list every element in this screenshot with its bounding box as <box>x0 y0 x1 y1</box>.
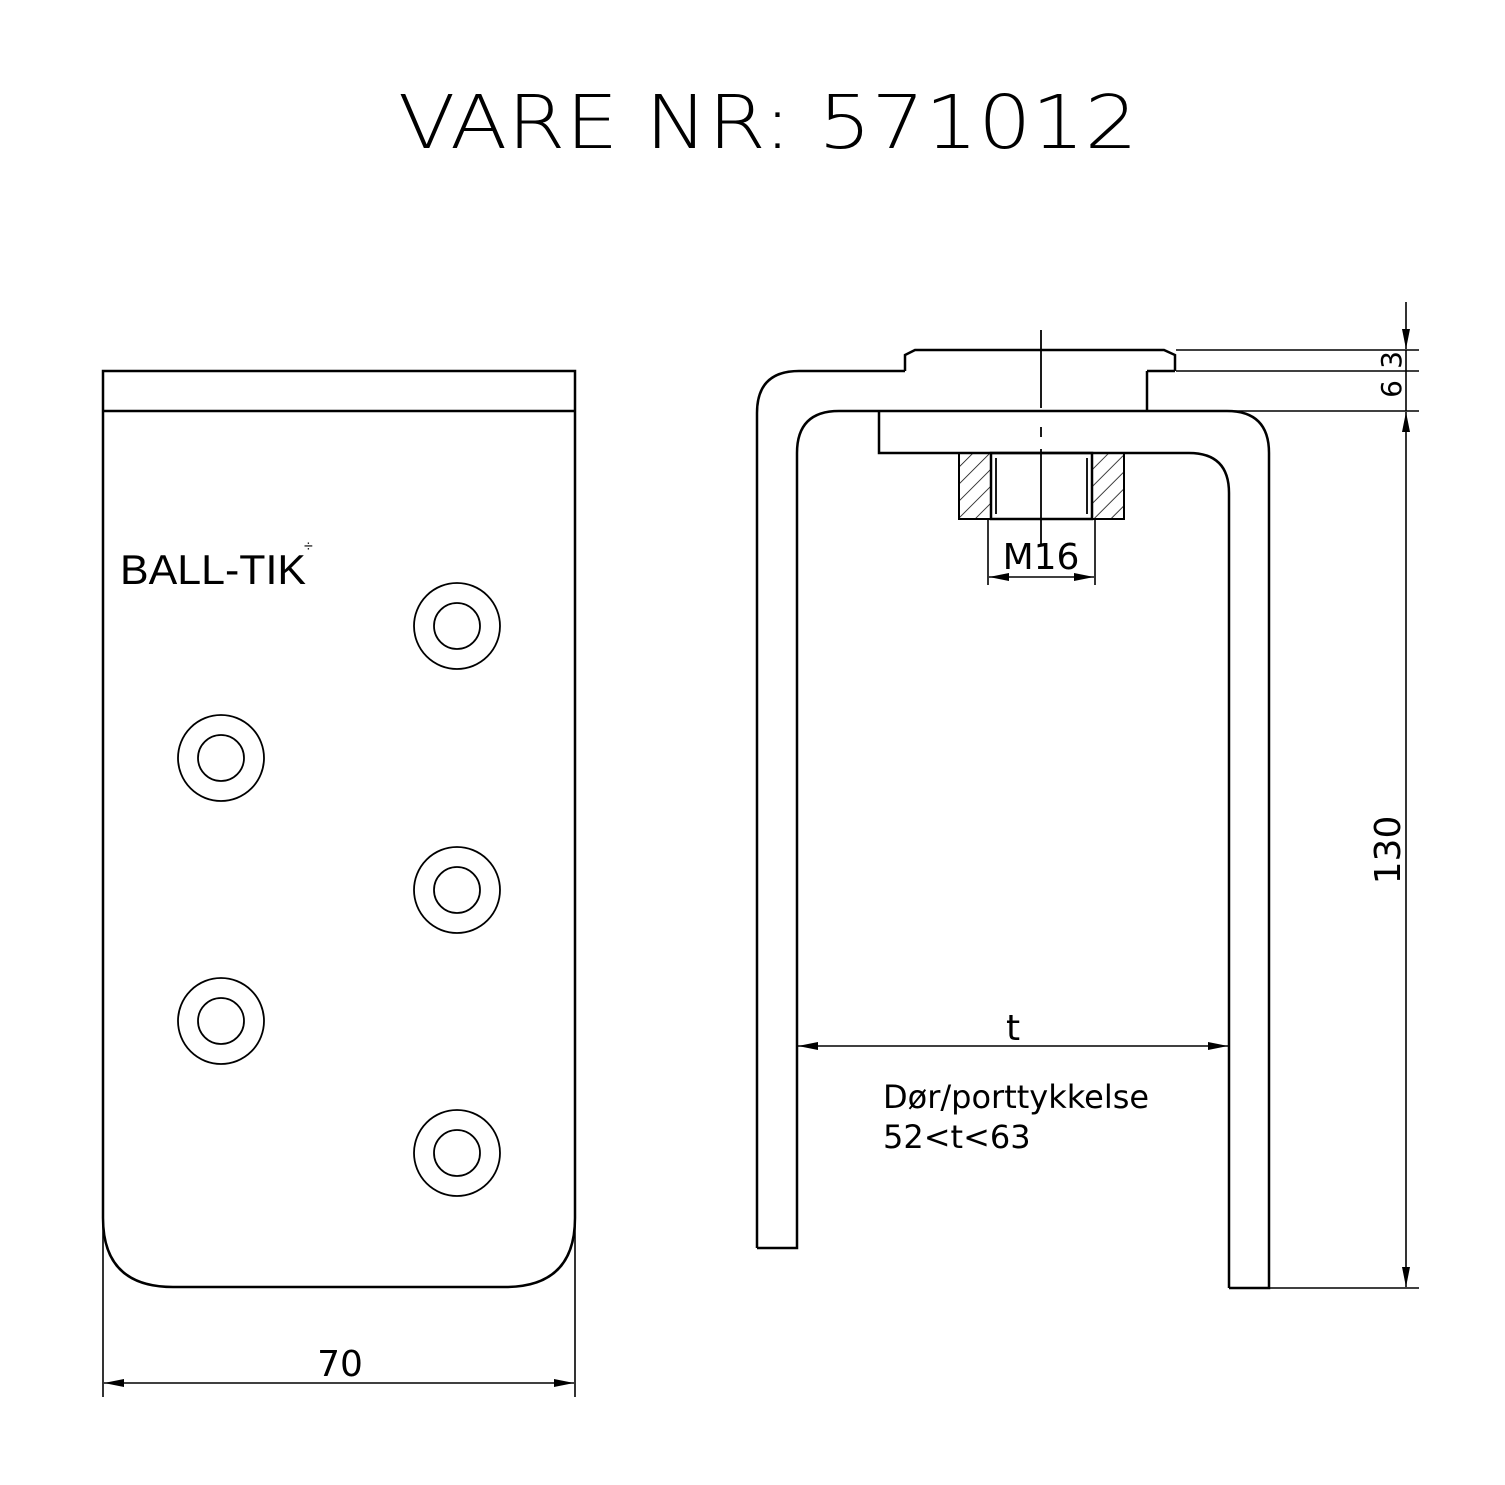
drawing-title: VARE NR: 571012 <box>398 80 1138 166</box>
thread-dimension-value: M16 <box>1003 537 1080 578</box>
mounting-hole <box>177 714 265 802</box>
m16-nut <box>958 451 1125 521</box>
note-thickness-range: 52<t<63 <box>883 1118 1031 1156</box>
mounting-hole <box>413 582 501 670</box>
door-thickness-symbol: t <box>1006 1008 1020 1049</box>
mounting-hole <box>413 846 501 934</box>
note-door-thickness: Dør/porttykkelse <box>883 1078 1149 1116</box>
brand-logo-mark: ÷ <box>304 538 313 555</box>
brand-logo: BALL-TIK <box>120 546 306 593</box>
width-dimension: 70 <box>102 1225 576 1397</box>
plate-thickness-value: 6 <box>1375 380 1408 398</box>
washer-thickness-value: 3 <box>1375 351 1408 369</box>
thread-dimension: M16 <box>987 519 1096 585</box>
width-dimension-value: 70 <box>317 1344 363 1385</box>
side-view-bracket: M16 t Dør/porttykkelse 52<t<63 <box>755 330 1271 1290</box>
mounting-hole <box>413 1109 501 1197</box>
height-dimensions: 130 6 3 <box>1148 302 1419 1289</box>
door-thickness-dimension: t <box>798 1008 1228 1050</box>
mounting-hole <box>177 977 265 1065</box>
height-dimension-value: 130 <box>1368 816 1409 885</box>
front-view-plate: BALL-TIK ÷ <box>101 369 577 1289</box>
